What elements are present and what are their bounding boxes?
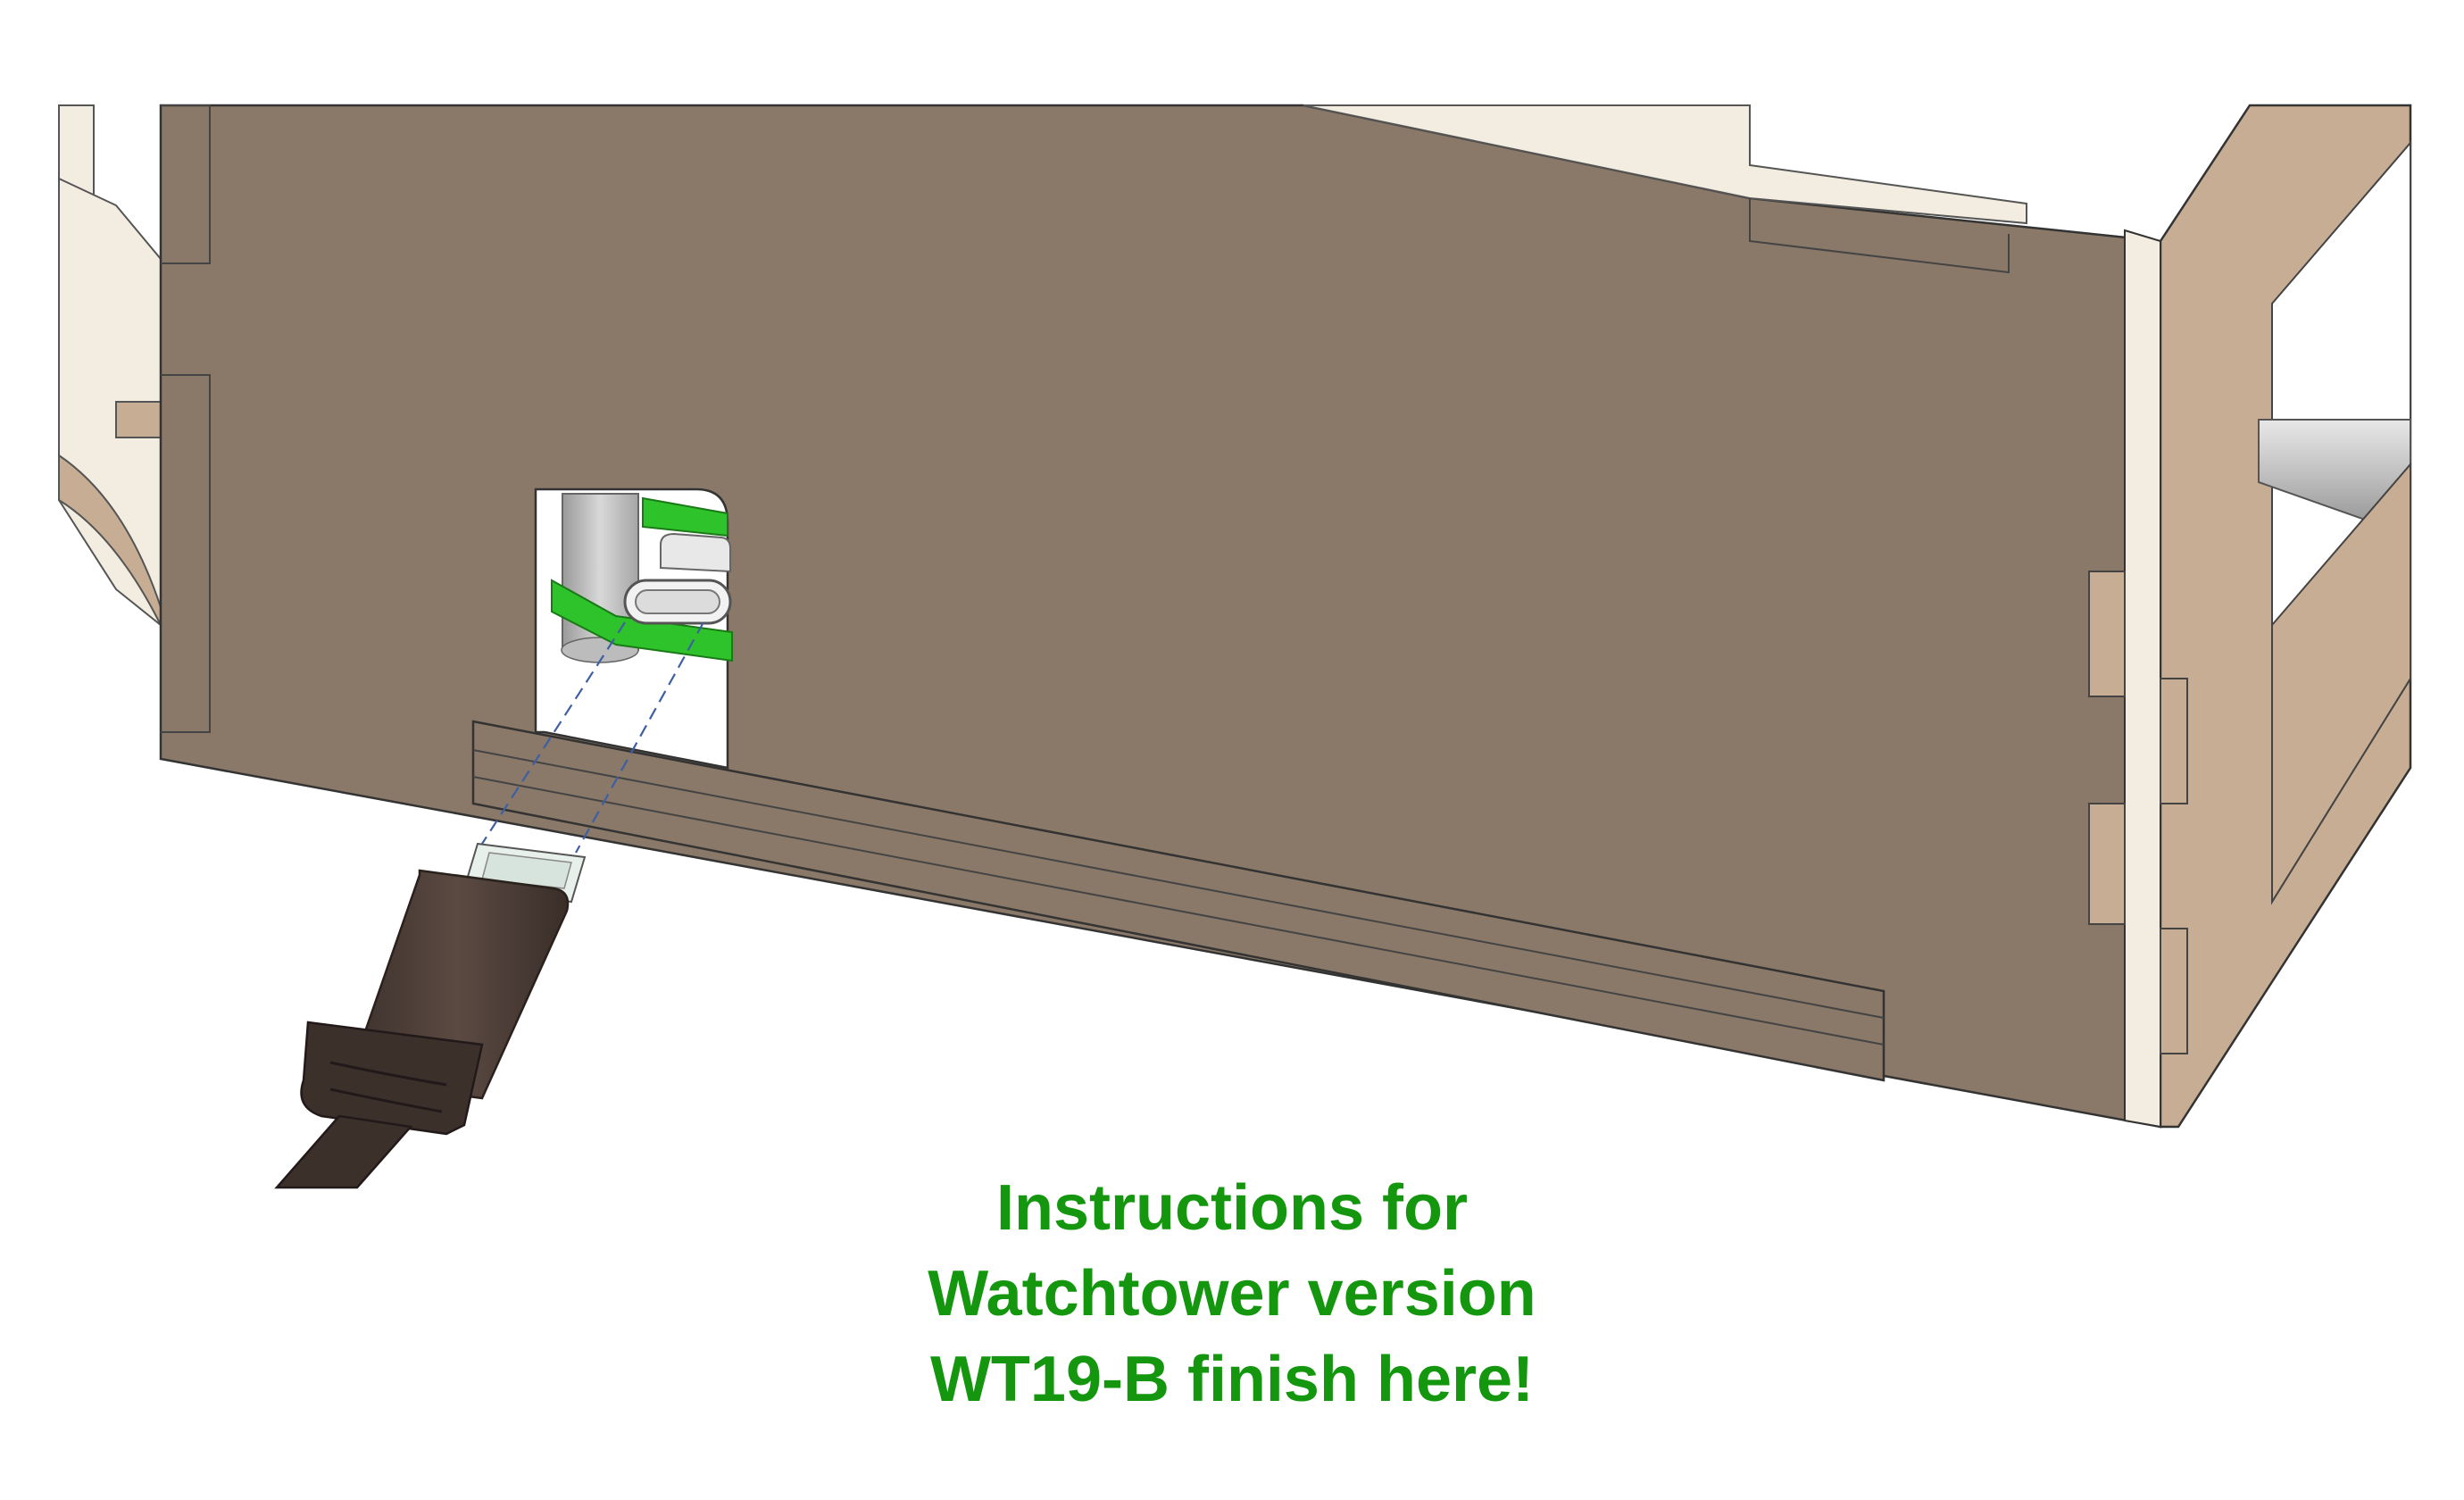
top-notches — [1749, 198, 2010, 274]
internal-view — [551, 493, 733, 663]
caption-line-1: Instructions for — [995, 1172, 1468, 1244]
front-right-edge — [2124, 229, 2161, 1129]
left-background-panels — [58, 104, 162, 628]
caption-line-3: WT19-B finish here! — [929, 1344, 1535, 1415]
usb-c-port-icon — [623, 532, 732, 625]
front-panel-top-edge — [1303, 104, 2027, 225]
caption: Instructions for Watchtower version WT19… — [696, 1165, 1768, 1422]
side-panel-inner-face — [2271, 462, 2411, 905]
cable-cord — [274, 1114, 413, 1189]
right-finger-joints — [2088, 571, 2188, 1054]
caption-line-2: Watchtower version — [928, 1258, 1536, 1329]
bottom-base-strip — [471, 720, 1885, 1082]
alignment-guides — [481, 621, 704, 854]
cable-strain-relief — [300, 1021, 484, 1136]
left-finger-joints — [161, 104, 211, 733]
usb-c-cable-icon — [274, 842, 587, 1189]
